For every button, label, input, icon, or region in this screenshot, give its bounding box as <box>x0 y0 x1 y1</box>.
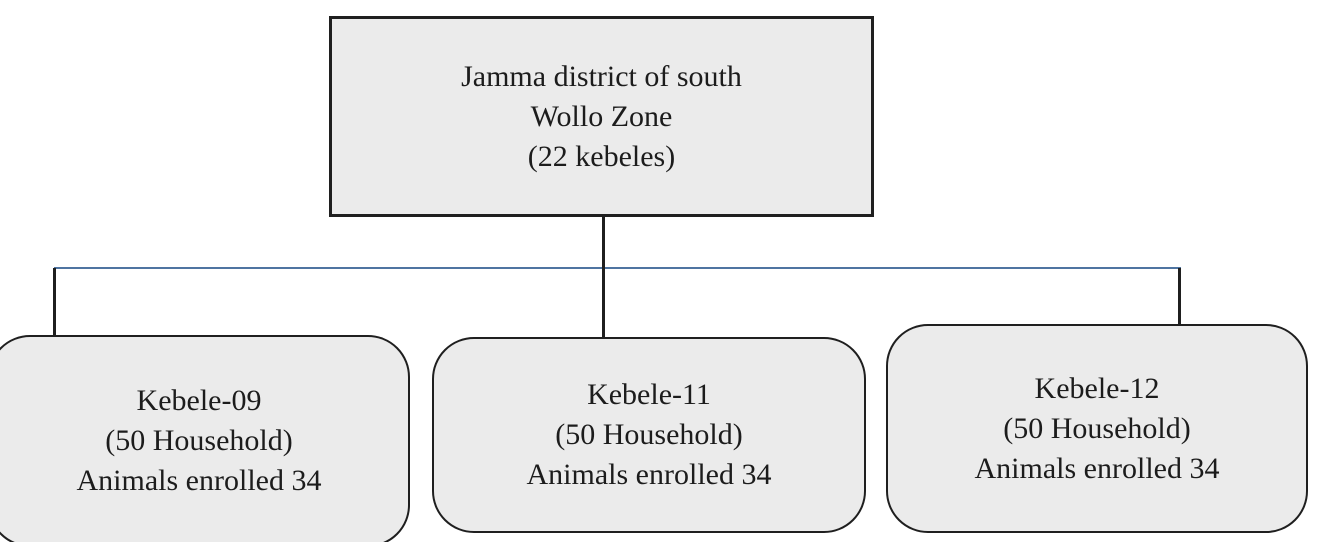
kebele-11-households: (50 Household) <box>555 418 743 451</box>
connector-horizontal-bus <box>54 267 1181 269</box>
kebele-12-animals-enrolled: Animals enrolled 34 <box>974 451 1220 485</box>
kebele-09-animals-enrolled: Animals enrolled 34 <box>76 464 322 497</box>
child-node-kebele-11: Kebele-11 (50 Household) Animals enrolle… <box>432 337 866 533</box>
connector-root-to-middle <box>602 217 605 339</box>
child-node-kebele-09: Kebele-09 (50 Household) Animals enrolle… <box>0 335 410 542</box>
child-node-kebele-12: Kebele-12 (50 Household) Animals enrolle… <box>886 324 1308 533</box>
root-node-line-1: Jamma district of south <box>461 59 742 93</box>
root-node-jamma-district: Jamma district of south Wollo Zone (22 k… <box>329 16 874 217</box>
kebele-11-name: Kebele-11 <box>587 378 711 411</box>
root-node-line-3: (22 kebeles) <box>527 139 676 173</box>
kebele-09-name: Kebele-09 <box>136 384 262 417</box>
kebele-12-households: (50 Household) <box>1003 411 1191 445</box>
kebele-09-households: (50 Household) <box>105 424 293 457</box>
connector-to-left-child <box>53 268 56 336</box>
connector-to-right-child <box>1178 268 1181 325</box>
kebele-11-animals-enrolled: Animals enrolled 34 <box>526 458 772 491</box>
root-node-line-2: Wollo Zone <box>530 99 673 133</box>
kebele-12-name: Kebele-12 <box>1034 371 1160 405</box>
